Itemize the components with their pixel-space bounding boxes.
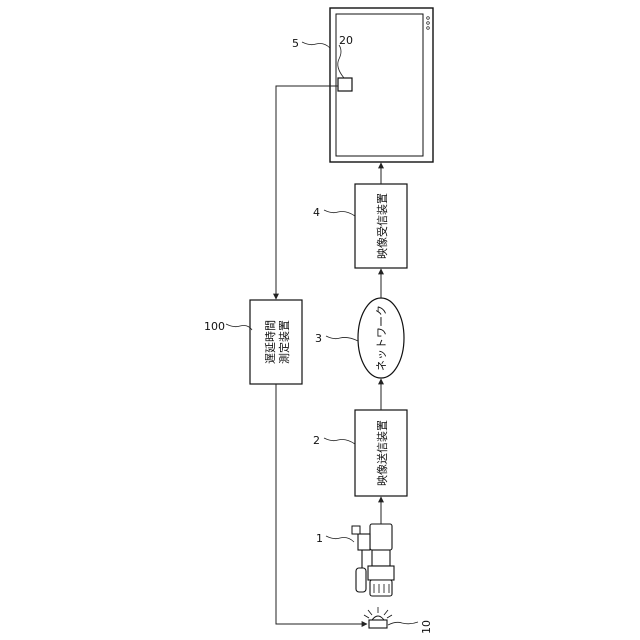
leader-10 — [388, 622, 418, 625]
ref-10: 10 — [420, 620, 433, 634]
video-sender-label: 映像送信装置 — [375, 420, 389, 486]
leader-100 — [226, 324, 252, 330]
arrow-sensor-to-delay-device — [276, 86, 338, 299]
ref-20: 20 — [339, 34, 353, 47]
ref-2: 2 — [313, 434, 320, 447]
arrow-delay-device-to-light — [276, 384, 367, 624]
leader-2 — [324, 438, 355, 444]
delay-label-line1: 遅延時間 — [264, 320, 277, 364]
ref-5: 5 — [292, 37, 299, 50]
delay-label-line2: 測定装置 — [277, 320, 291, 364]
sensor-area — [338, 78, 352, 91]
light-emitter-icon — [364, 607, 392, 628]
network-label: ネットワーク — [375, 305, 388, 371]
leader-4 — [324, 210, 355, 216]
leader-3 — [326, 336, 358, 341]
leader-1 — [326, 536, 354, 542]
leader-5 — [302, 42, 330, 48]
video-camera-icon — [352, 524, 394, 596]
ref-4: 4 — [313, 206, 320, 219]
ref-3: 3 — [315, 332, 322, 345]
video-receiver-label: 映像受信装置 — [376, 193, 389, 259]
ref-1: 1 — [316, 532, 323, 545]
ref-100: 100 — [204, 320, 225, 333]
monitor — [330, 8, 433, 162]
